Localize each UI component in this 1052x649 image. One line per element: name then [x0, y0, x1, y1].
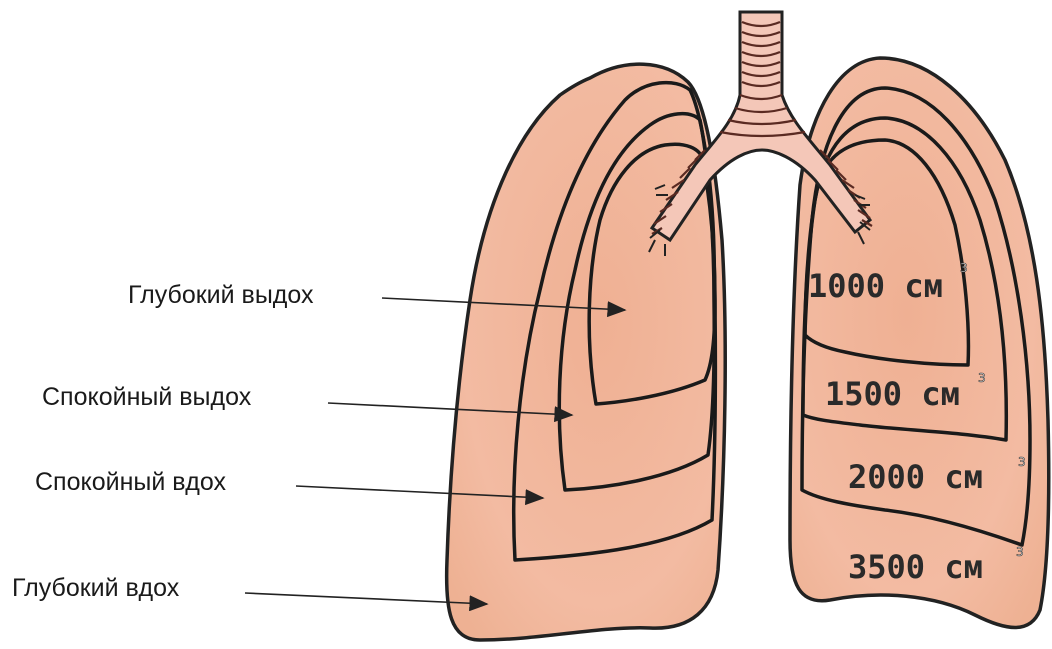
volume-1000-sup: 3 [960, 261, 968, 275]
label-deep-inhale: Глубокий вдох [12, 574, 180, 602]
label-deep-exhale: Глубокий выдох [128, 281, 314, 309]
left-lung [447, 64, 726, 640]
right-lung [790, 58, 1049, 628]
volume-3500: 3500 см [848, 548, 983, 586]
label-calm-exhale: Спокойный выдох [42, 383, 252, 411]
volume-3500-sup: 3 [1016, 545, 1024, 559]
volume-1500: 1500 см [825, 375, 960, 413]
volume-2000: 2000 см [848, 458, 983, 496]
label-calm-inhale: Спокойный вдох [35, 468, 226, 496]
volume-1500-sup: 3 [978, 371, 986, 385]
volume-1000: 1000 см [808, 267, 943, 305]
volume-2000-sup: 3 [1018, 455, 1026, 469]
